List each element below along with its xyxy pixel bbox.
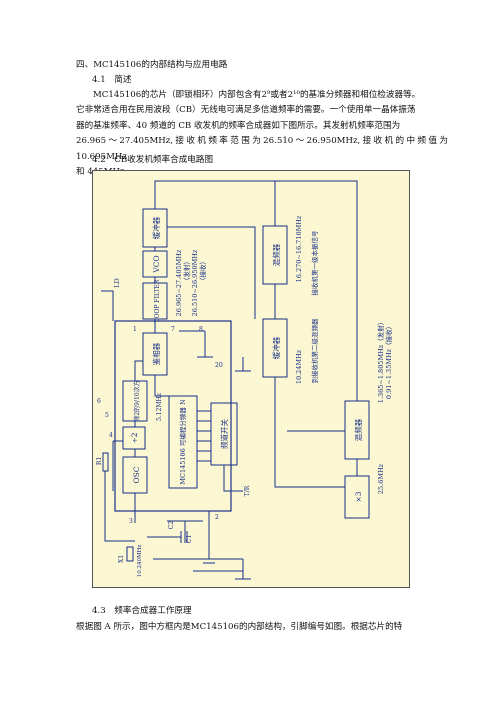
buffer2-label: 缓冲器: [271, 336, 281, 359]
ref-freq-label: 1.365~1.805MHz（发射）: [376, 319, 385, 403]
subsection-4-1: 4.1 简述: [92, 75, 132, 85]
loop-filter-label: LOOP FILTER: [154, 279, 161, 322]
section-heading: 四、MC145106的内部结构与应用电路: [76, 60, 228, 70]
x3-label: ×3: [354, 491, 363, 502]
rx-note-label: （接收）: [198, 258, 207, 284]
osc-label: OSC: [132, 466, 141, 483]
crystal-x1: [126, 546, 134, 562]
mixer1-label: 混频器: [271, 243, 281, 266]
buffer-label: 缓冲器: [151, 216, 161, 239]
pin-8: 8: [199, 326, 203, 333]
tr-label: T/R: [244, 485, 251, 496]
if2-freq-label: 10.24MHz: [295, 349, 303, 384]
pin-3: 3: [129, 518, 133, 525]
xtal-val-label: 10.240MHz: [137, 545, 143, 578]
pin-2: 2: [215, 514, 219, 521]
pin-7: 7: [171, 326, 175, 333]
intro-line-1: MC145106的芯片（即锁相环）内部包含有2⁹或者2¹⁰的基准分频器和相位检波…: [93, 90, 421, 100]
pin-5: 5: [105, 412, 109, 419]
osc-out-label: 5.12MHz: [156, 393, 163, 421]
circuit-svg: 混频器 缓冲器 混频器 ×3 缓冲器 VCO LOOP FILTER 鉴相器 除…: [96, 180, 393, 580]
if2-note-label: 到接收机第二级混频器: [310, 318, 319, 384]
intro-line-4: 26.965～27.405MHz,接收机频率范围为26.510～26.950MH…: [76, 136, 448, 162]
band-switch-label: 频道开关: [219, 419, 229, 449]
pin-6: 6: [97, 398, 101, 405]
resistor-r1: [102, 452, 109, 472]
if1-freq-label: 16.270~16.710MHz: [295, 215, 303, 282]
c1-label: C1: [186, 535, 193, 543]
tx-note-label: （发射）: [182, 258, 191, 284]
xtal-label: X1: [118, 555, 125, 563]
pin-4: 4: [109, 432, 113, 439]
prog-div-label: MC145106 可编程分频器 N: [178, 399, 187, 485]
ld-label: LD: [113, 278, 121, 288]
vco-label: VCO: [152, 255, 161, 273]
ref-div-label: 除2的9/10次方: [133, 380, 141, 421]
chip-outline: [114, 320, 232, 512]
tail-line: 根据图 A 所示，图中方框内是MC145106的内部结构，引脚编号如图。根据芯片…: [76, 622, 403, 632]
intro-line-3: 器的基准频率、40 频道的 CB 收发机的频率合成器如下图所示。其发射机频率范围…: [76, 120, 401, 131]
c2-label: C2: [168, 521, 175, 530]
pin-20: 20: [215, 362, 223, 369]
div2-block: [122, 426, 146, 450]
xtal-freq-label: 25.6MHz: [377, 463, 385, 494]
phase-det-label: 鉴相器: [151, 342, 161, 365]
if1-note-label: 接收机第一级本振信号: [310, 230, 319, 296]
r1-label: R1: [96, 457, 103, 465]
subsection-4-2: 4.2 CB收发机频率合成电路图: [92, 155, 214, 165]
subsection-4-3: 4.3 频率合成器工作原理: [92, 606, 192, 616]
pin-1: 1: [133, 326, 137, 333]
div2-label: ÷2: [130, 432, 139, 443]
intro-line-2: 它非常适合用在民用波段（CB）无线电可满足多信道频率的需要。一个使用单一晶体振荡: [76, 105, 416, 116]
mixer2-label: 混频器: [353, 418, 363, 441]
rx-freq-label: 26.510~26.950MHz: [191, 249, 199, 316]
ref-freq2-label: 0.91~1.35MHz（接收）: [384, 323, 393, 399]
tx-freq-label: 26.965~27.405MHz: [175, 249, 183, 316]
circuit-diagram: 混频器 缓冲器 混频器 ×3 缓冲器 VCO LOOP FILTER 鉴相器 除…: [92, 170, 410, 588]
